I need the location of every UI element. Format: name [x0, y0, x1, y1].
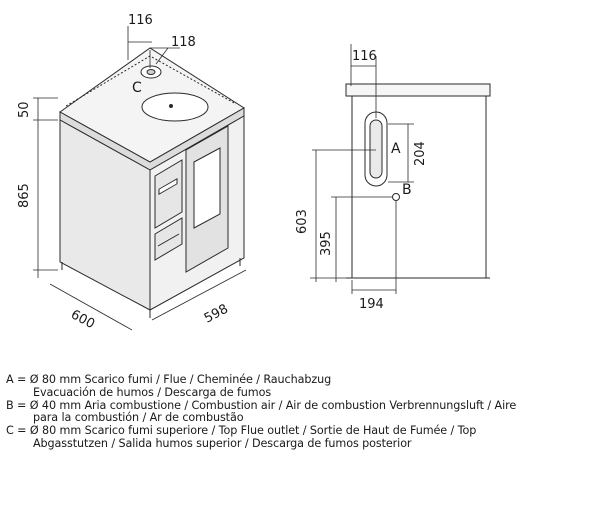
- ash-drawer: [154, 217, 183, 261]
- dim-width: 598: [202, 302, 231, 327]
- dim-body-height: 865: [17, 183, 32, 208]
- legend-item-c: C = Ø 80 mm Scarico fumi superiore / Top…: [6, 424, 610, 451]
- legend-line: A = Ø 80 mm Scarico fumi / Flue / Chemin…: [6, 373, 332, 386]
- legend-line: Evacuación de humos / Descarga de fumos: [33, 385, 272, 399]
- dim-top-offset-b: 118: [171, 35, 196, 50]
- hot-plate: [141, 92, 209, 122]
- dim-side-top-offset: 116: [352, 49, 377, 64]
- label-c: C: [132, 80, 142, 96]
- legend-line: B = Ø 40 mm Aria combustione / Combustio…: [6, 398, 517, 412]
- legend: A = Ø 80 mm Scarico fumi / Flue / Chemin…: [6, 373, 610, 451]
- legend-item-b: B = Ø 40 mm Aria combustione / Combustio…: [6, 398, 610, 426]
- dim-total-height: 603: [295, 209, 310, 234]
- legend-item-a: A = Ø 80 mm Scarico fumi / Flue / Chemin…: [6, 373, 610, 400]
- fire-door: [154, 159, 183, 229]
- dim-top-height: 50: [17, 101, 32, 118]
- air-inlet-b: [392, 193, 400, 201]
- dim-top-offset-a: 116: [128, 13, 153, 28]
- stove-side-view: [345, 83, 491, 279]
- side-top-plate: [345, 83, 491, 97]
- technical-drawing: 116 118 C 50 865 600 598 116 A 204 B 603…: [17, 13, 491, 332]
- perspective-dimension-lines: [33, 26, 247, 331]
- label-b: B: [402, 182, 412, 198]
- legend-line: para la combustión / Ar de combustão: [33, 411, 244, 425]
- label-a: A: [391, 141, 401, 157]
- dim-air-height: 395: [319, 231, 334, 256]
- dim-depth: 600: [68, 307, 97, 332]
- legend-line: C = Ø 80 mm Scarico fumi superiore / Top…: [6, 424, 477, 438]
- side-dimension-lines: [310, 44, 414, 294]
- stove-perspective-view: [59, 47, 245, 318]
- dim-flue-height: 204: [413, 141, 428, 166]
- oven-window: [193, 147, 221, 229]
- legend-line: Abgasstutzen / Salida humos superior / D…: [33, 436, 412, 450]
- dim-bottom-offset: 194: [359, 297, 384, 312]
